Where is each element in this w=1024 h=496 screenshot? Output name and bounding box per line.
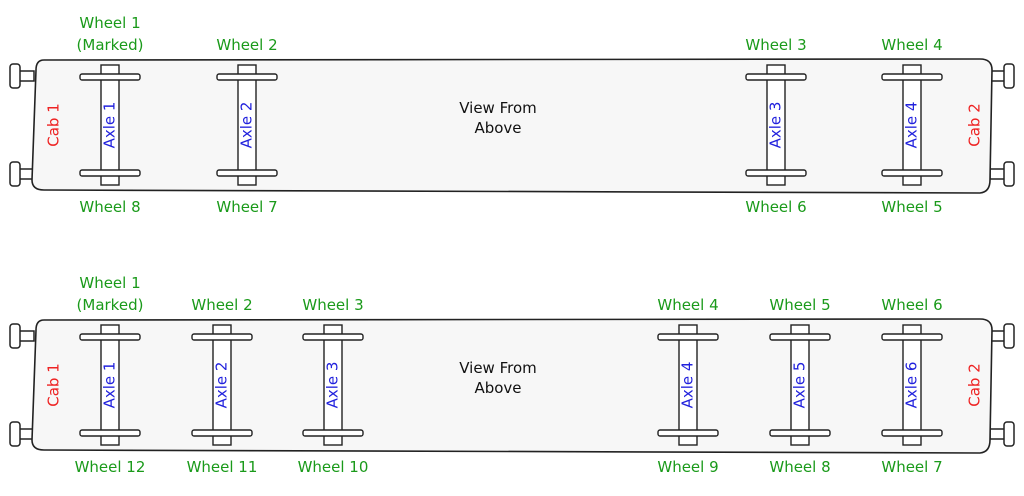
axle-shaft bbox=[100, 64, 120, 186]
wheel-top bbox=[745, 73, 807, 81]
wheel-top bbox=[191, 333, 253, 341]
wheel-label-top: Wheel 3 bbox=[745, 36, 806, 54]
wheel-label-top: Wheel 1 bbox=[79, 274, 140, 292]
wheel-bottom bbox=[881, 169, 943, 177]
coupler-left bbox=[9, 323, 35, 349]
wheel-label-top: Wheel 2 bbox=[191, 296, 252, 314]
coupler-right bbox=[989, 63, 1015, 89]
wheel-bottom bbox=[216, 169, 278, 177]
axle-label: Axle 1 bbox=[101, 102, 119, 149]
wheel-top bbox=[302, 333, 364, 341]
wheel-bottom bbox=[79, 169, 141, 177]
wheel-label-top: Wheel 3 bbox=[302, 296, 363, 314]
wheel-label-bottom: Wheel 7 bbox=[881, 458, 942, 476]
axle-shaft bbox=[902, 64, 922, 186]
coupler-left bbox=[9, 161, 35, 187]
wheel-label-bottom: Wheel 8 bbox=[769, 458, 830, 476]
wheel-top bbox=[216, 73, 278, 81]
wheel-bottom bbox=[79, 429, 141, 437]
axle-label: Axle 5 bbox=[791, 362, 809, 409]
cab-1-label: Cab 1 bbox=[45, 363, 63, 407]
coupler-right bbox=[989, 161, 1015, 187]
wheel-label-bottom: Wheel 9 bbox=[657, 458, 718, 476]
wheel-label-top: Wheel 4 bbox=[657, 296, 718, 314]
coupler-right bbox=[989, 421, 1015, 447]
axle-assembly: Axle 4 bbox=[657, 324, 719, 446]
wheel-label-top: Wheel 1 bbox=[79, 14, 140, 32]
coupler-left bbox=[9, 421, 35, 447]
wheel-top bbox=[769, 333, 831, 341]
wheel-bottom bbox=[745, 169, 807, 177]
wheel-label-bottom: Wheel 5 bbox=[881, 198, 942, 216]
cab-1-label: Cab 1 bbox=[45, 103, 63, 147]
wheel-label-top: Wheel 2 bbox=[216, 36, 277, 54]
axle-label: Axle 3 bbox=[324, 362, 342, 409]
axle-assembly: Axle 2 bbox=[191, 324, 253, 446]
axle-shaft bbox=[323, 324, 343, 446]
view-from-above-label: Above bbox=[474, 119, 521, 137]
coupler-right bbox=[989, 323, 1015, 349]
axle-shaft bbox=[212, 324, 232, 446]
wheel-top bbox=[79, 333, 141, 341]
wheel-label-bottom: Wheel 8 bbox=[79, 198, 140, 216]
cab-2-label: Cab 2 bbox=[966, 363, 984, 407]
axle-shaft bbox=[678, 324, 698, 446]
axle-label: Axle 3 bbox=[767, 102, 785, 149]
axle-label: Axle 6 bbox=[903, 362, 921, 409]
axle-shaft bbox=[902, 324, 922, 446]
cab-2-label: Cab 2 bbox=[966, 103, 984, 147]
axle-label: Axle 4 bbox=[679, 362, 697, 409]
wheel-top bbox=[657, 333, 719, 341]
carriage-body bbox=[31, 58, 993, 194]
wheel-bottom bbox=[881, 429, 943, 437]
axle-shaft bbox=[766, 64, 786, 186]
axle-assembly: Axle 3 bbox=[745, 64, 807, 186]
wheel-label-bottom: Wheel 6 bbox=[745, 198, 806, 216]
coupler-left bbox=[9, 63, 35, 89]
axle-shaft bbox=[100, 324, 120, 446]
wheel-label-bottom: Wheel 12 bbox=[75, 458, 146, 476]
axle-assembly: Axle 1 bbox=[79, 324, 141, 446]
wheel-label-top: (Marked) bbox=[77, 296, 144, 314]
wheel-bottom bbox=[769, 429, 831, 437]
wheel-label-top: Wheel 4 bbox=[881, 36, 942, 54]
wheel-top bbox=[881, 333, 943, 341]
axle-label: Axle 4 bbox=[903, 102, 921, 149]
wheel-bottom bbox=[302, 429, 364, 437]
wheel-label-bottom: Wheel 10 bbox=[298, 458, 369, 476]
view-from-above-label: View From bbox=[459, 99, 537, 117]
axle-label: Axle 2 bbox=[238, 102, 256, 149]
axle-assembly: Axle 6 bbox=[881, 324, 943, 446]
wheel-bottom bbox=[657, 429, 719, 437]
axle-assembly: Axle 1 bbox=[79, 64, 141, 186]
axle-assembly: Axle 2 bbox=[216, 64, 278, 186]
view-from-above-label: Above bbox=[474, 379, 521, 397]
carriage-body bbox=[31, 318, 993, 454]
axle-label: Axle 1 bbox=[101, 362, 119, 409]
axle-shaft bbox=[237, 64, 257, 186]
wheel-bottom bbox=[191, 429, 253, 437]
wheel-top bbox=[881, 73, 943, 81]
axle-label: Axle 2 bbox=[213, 362, 231, 409]
view-from-above-label: View From bbox=[459, 359, 537, 377]
wheel-label-bottom: Wheel 7 bbox=[216, 198, 277, 216]
wheel-top bbox=[79, 73, 141, 81]
wheel-label-bottom: Wheel 11 bbox=[187, 458, 258, 476]
axle-assembly: Axle 3 bbox=[302, 324, 364, 446]
axle-assembly: Axle 5 bbox=[769, 324, 831, 446]
wheel-label-top: Wheel 6 bbox=[881, 296, 942, 314]
axle-shaft bbox=[790, 324, 810, 446]
axle-assembly: Axle 4 bbox=[881, 64, 943, 186]
wheel-label-top: Wheel 5 bbox=[769, 296, 830, 314]
wheel-label-top: (Marked) bbox=[77, 36, 144, 54]
